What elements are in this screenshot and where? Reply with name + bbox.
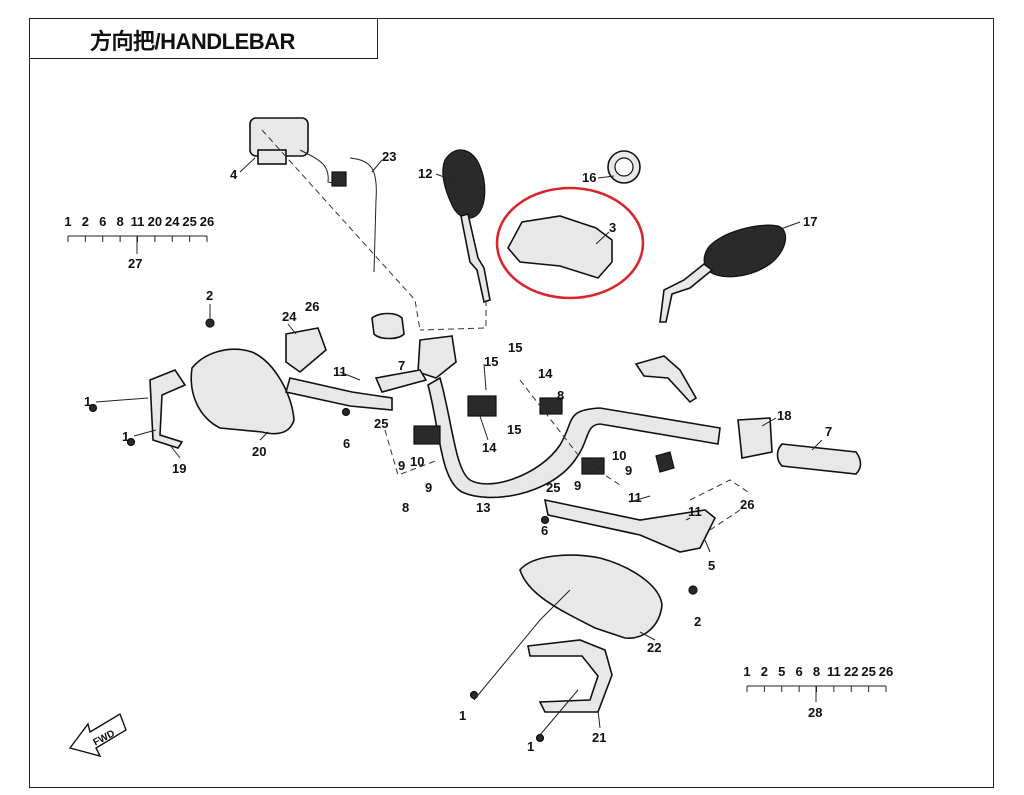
callout-22: 22 <box>647 640 661 655</box>
assembly-component-number: 11 <box>131 214 145 229</box>
right-grip[interactable] <box>776 443 862 475</box>
callout-5: 5 <box>708 558 715 573</box>
assembly-component-number: 22 <box>844 664 858 679</box>
callout-1: 1 <box>527 739 534 754</box>
left-handguard[interactable] <box>190 348 295 435</box>
assembly-component-number: 25 <box>182 214 196 229</box>
throttle-grip[interactable] <box>371 312 405 340</box>
assembly-component-number: 20 <box>148 214 162 229</box>
handlebar-tube[interactable] <box>427 376 721 499</box>
callout-18: 18 <box>777 408 791 423</box>
callout-14: 14 <box>538 366 553 381</box>
callout-9: 9 <box>398 458 405 473</box>
assembly-component-number: 1 <box>64 214 71 229</box>
callout-4: 4 <box>230 167 238 182</box>
assembly-component-number: 25 <box>861 664 875 679</box>
left-switch[interactable] <box>417 335 457 379</box>
callout-8: 8 <box>402 500 409 515</box>
assembly-component-number: 24 <box>165 214 180 229</box>
callout-15: 15 <box>507 422 521 437</box>
callout-11: 11 <box>333 364 347 379</box>
callout-20: 20 <box>252 444 266 459</box>
callout-25: 25 <box>546 480 560 495</box>
assembly-component-number: 26 <box>200 214 214 229</box>
page-title: 方向把/HANDLEBAR <box>90 29 295 54</box>
clamp-lower-left[interactable] <box>413 425 441 445</box>
assembly-component-number: 2 <box>82 214 89 229</box>
callout-8: 8 <box>557 388 564 403</box>
callout-16: 16 <box>582 170 596 185</box>
left-mirror[interactable] <box>442 149 491 304</box>
title-box <box>29 18 378 59</box>
assembly-component-number: 26 <box>879 664 893 679</box>
right-lever[interactable] <box>634 355 698 404</box>
assembly-28-label: 28 <box>808 705 822 720</box>
callout-9: 9 <box>625 463 632 478</box>
callout-6: 6 <box>541 523 548 538</box>
assembly-component-number: 8 <box>117 214 124 229</box>
callout-2: 2 <box>694 614 701 629</box>
right-guard-frame[interactable] <box>527 639 613 713</box>
right-mirror[interactable] <box>659 224 787 323</box>
callout-11: 11 <box>688 504 702 519</box>
left-guard-frame[interactable] <box>149 369 187 449</box>
callout-15: 15 <box>508 340 522 355</box>
callout-9: 9 <box>425 480 432 495</box>
assembly-component-number: 11 <box>827 664 841 679</box>
callout-3: 3 <box>609 220 616 235</box>
callout-14: 14 <box>482 440 497 455</box>
callout-1: 1 <box>459 708 466 723</box>
callout-9: 9 <box>574 478 581 493</box>
callout-24: 24 <box>282 309 297 324</box>
right-switch[interactable] <box>737 417 773 459</box>
callout-15: 15 <box>484 354 498 369</box>
callout-1: 1 <box>122 429 129 444</box>
callout-26: 26 <box>740 497 754 512</box>
callout-23: 23 <box>382 149 396 164</box>
master-cylinder[interactable] <box>249 117 347 187</box>
guard-rod[interactable] <box>284 377 393 411</box>
left-lever[interactable] <box>374 369 428 393</box>
clamp-left-14[interactable] <box>467 395 497 417</box>
callout-25: 25 <box>374 416 388 431</box>
assembly-component-number: 8 <box>813 664 820 679</box>
highlight-ellipse <box>495 186 645 300</box>
assembly-27-label: 27 <box>128 256 142 271</box>
callout-11: 11 <box>628 490 642 505</box>
assembly-component-number: 6 <box>99 214 106 229</box>
clamp-lower-right[interactable] <box>581 457 605 475</box>
callout-26: 26 <box>305 299 319 314</box>
callout-17: 17 <box>803 214 817 229</box>
right-handguard[interactable] <box>519 554 663 639</box>
callout-12: 12 <box>418 166 432 181</box>
callout-19: 19 <box>172 461 186 476</box>
right-connector[interactable] <box>655 451 675 473</box>
cable-23[interactable] <box>349 157 377 273</box>
callout-13: 13 <box>476 500 490 515</box>
callout-21: 21 <box>592 730 606 745</box>
assembly-component-number: 1 <box>743 664 750 679</box>
callout-10: 10 <box>410 454 424 469</box>
callout-1: 1 <box>84 394 91 409</box>
handlebar-cover[interactable] <box>507 215 613 279</box>
assembly-component-number: 5 <box>778 664 785 679</box>
callout-7: 7 <box>825 424 832 439</box>
callout-2: 2 <box>206 288 213 303</box>
leader-lines <box>95 157 823 736</box>
assembly-component-number: 6 <box>796 664 803 679</box>
right-guard-rod[interactable] <box>543 498 717 553</box>
fwd-arrow: FWD <box>68 712 127 758</box>
callout-7: 7 <box>398 358 405 373</box>
drawing-frame <box>29 18 994 788</box>
callout-labels: 1 1 1 1 2 2 3 4 5 6 6 7 7 8 8 9 9 9 9 10… <box>84 149 832 754</box>
callout-6: 6 <box>343 436 350 451</box>
callout-10: 10 <box>612 448 626 463</box>
assembly-component-number: 2 <box>761 664 768 679</box>
guard-bracket[interactable] <box>285 327 327 374</box>
